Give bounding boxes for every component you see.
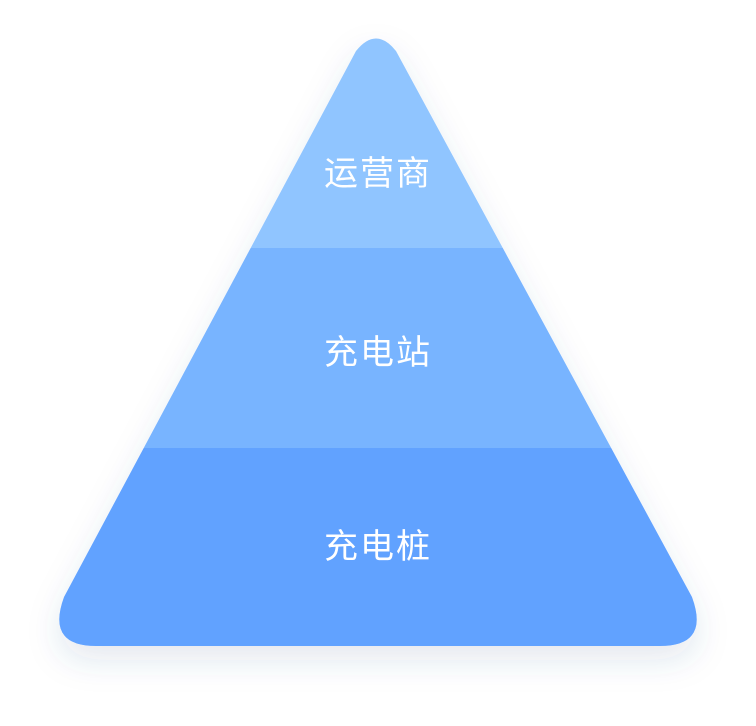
tier-bottom-label: 充电桩 [324, 527, 432, 567]
tier-top-label: 运营商 [324, 154, 432, 194]
tier-top [59, 38, 697, 248]
tier-bottom [59, 448, 697, 646]
tier-middle-label: 充电站 [324, 333, 432, 373]
